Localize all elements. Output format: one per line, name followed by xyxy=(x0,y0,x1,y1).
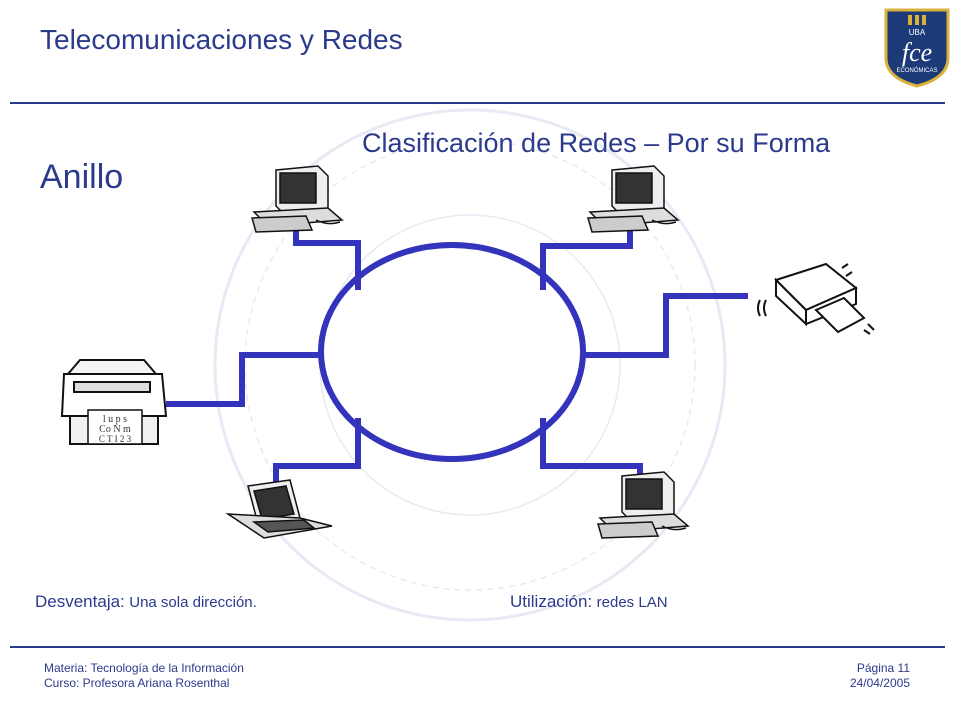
laser-printer-icon: l u p s Co N m C T I 2 3 xyxy=(60,359,168,445)
svg-text:l u p s: l u p s xyxy=(103,414,127,425)
desktop-computer-icon xyxy=(251,165,344,233)
footer-right: Página 11 24/04/2005 xyxy=(850,661,910,691)
svg-text:C T I 2 3: C T I 2 3 xyxy=(99,434,132,444)
link-left xyxy=(166,352,320,407)
link-top-left xyxy=(293,228,361,290)
footer-subject: Materia: Tecnología de la Información xyxy=(44,661,244,675)
link-top-right xyxy=(540,226,633,290)
svg-text:fce: fce xyxy=(902,38,932,67)
footer-left: Materia: Tecnología de la Información Cu… xyxy=(44,661,244,691)
footer-rule xyxy=(10,646,945,648)
usage-note: Utilización: redes LAN xyxy=(510,592,668,612)
link-right xyxy=(583,293,748,358)
usage-label: Utilización: xyxy=(510,592,593,611)
slide-subtitle: Clasificación de Redes – Por su Forma xyxy=(362,128,831,158)
topology-title: Anillo xyxy=(40,158,124,196)
svg-text:ECONÓMICAS: ECONÓMICAS xyxy=(896,67,937,74)
disadvantage-note: Desventaja: Una sola dirección. xyxy=(35,592,257,612)
footer-course: Curso: Profesora Ariana Rosenthal xyxy=(44,676,230,690)
link-bottom-left xyxy=(273,418,361,486)
footer-date: 24/04/2005 xyxy=(849,676,910,690)
fce-uba-logo: UBA fce ECONÓMICAS xyxy=(884,8,950,88)
usage-value: redes LAN xyxy=(596,594,668,611)
svg-text:UBA: UBA xyxy=(909,28,926,37)
disadvantage-label: Desventaja: xyxy=(35,592,125,611)
svg-text:Co N m: Co N m xyxy=(99,424,131,435)
disadvantage-value: Una sola dirección. xyxy=(129,594,257,611)
fax-icon xyxy=(757,262,875,335)
desktop-computer-icon xyxy=(597,471,690,539)
header-rule xyxy=(10,102,945,104)
laptop-icon xyxy=(225,479,333,539)
desktop-computer-icon xyxy=(587,165,680,233)
header-title: Telecomunicaciones y Redes xyxy=(40,24,403,55)
footer-page: Página 11 xyxy=(856,661,910,675)
